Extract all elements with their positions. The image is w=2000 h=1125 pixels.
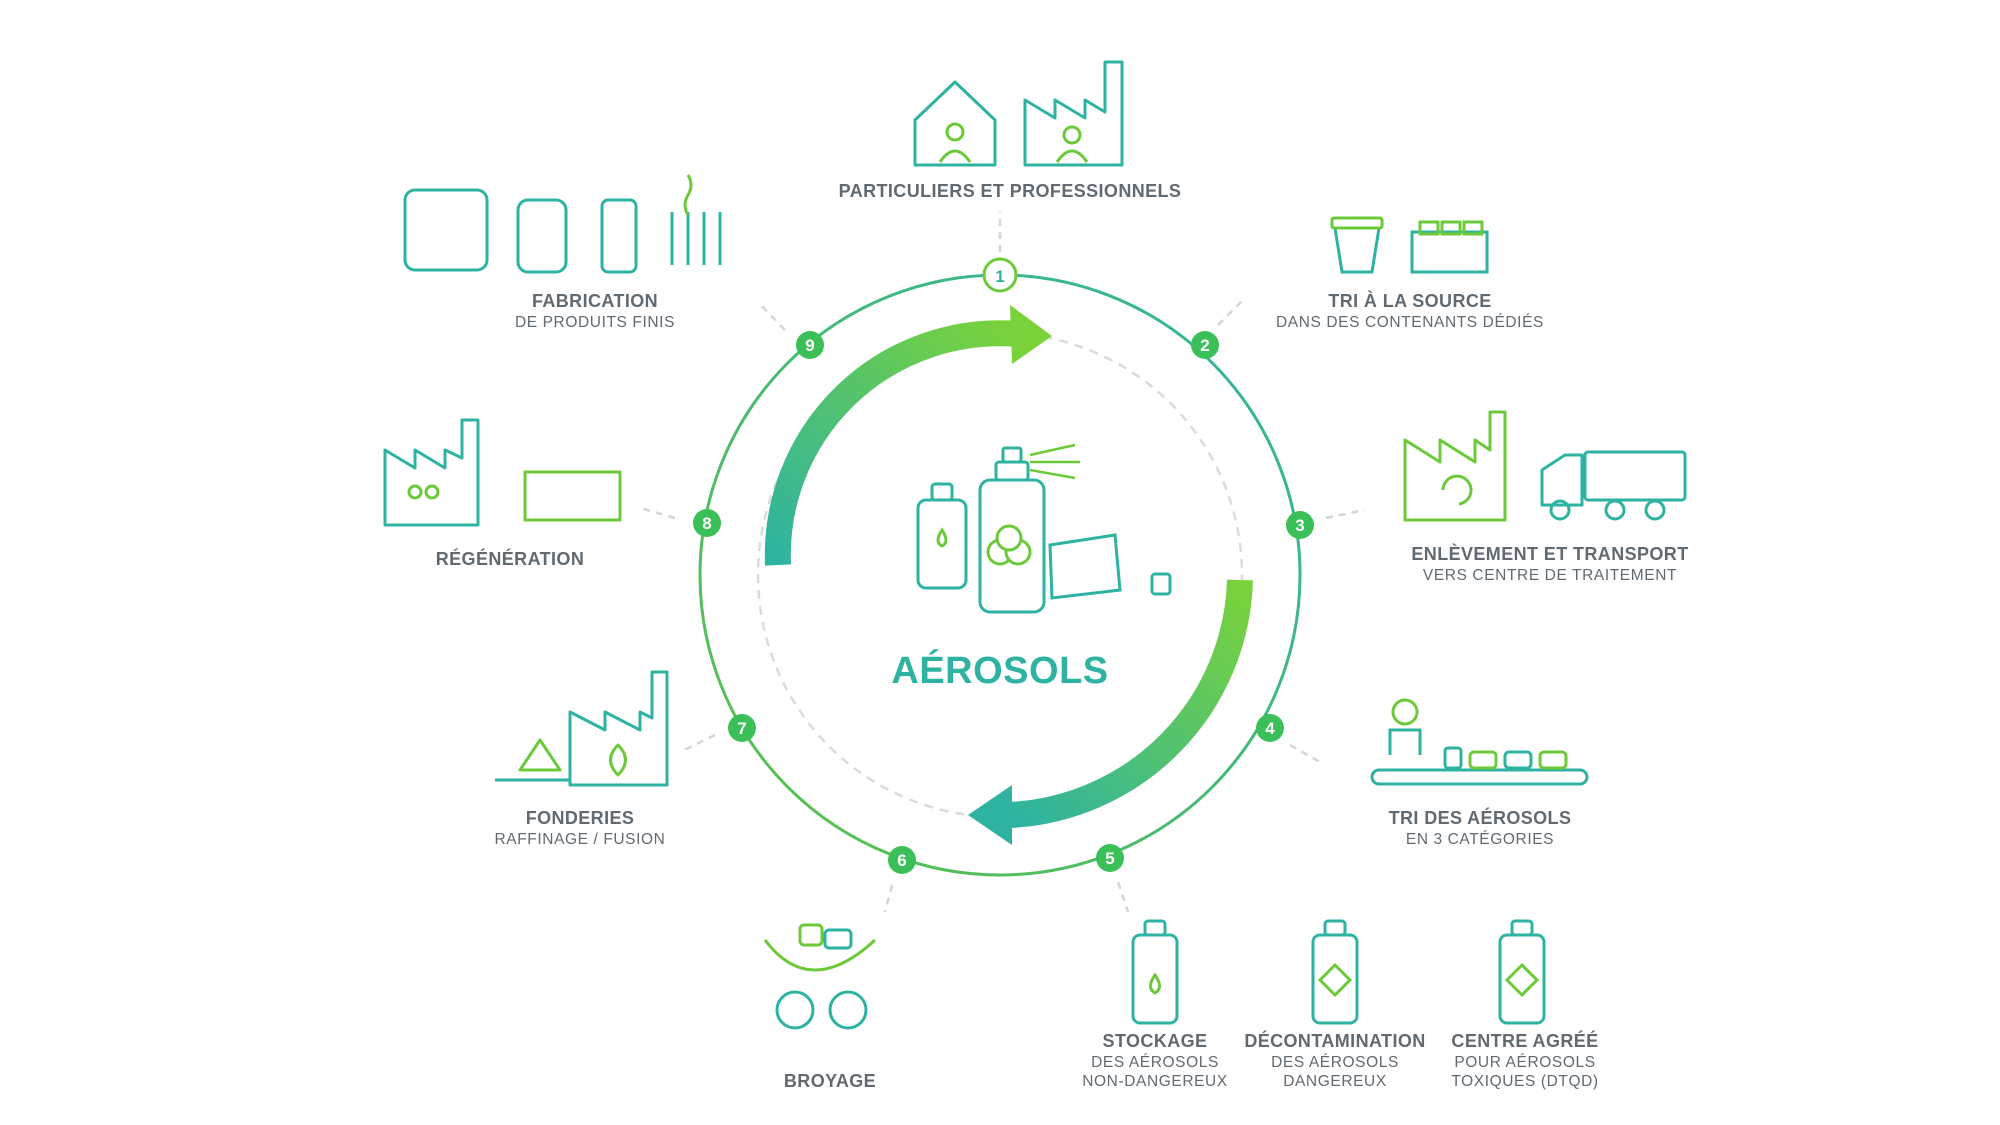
sorting-bin-icon — [1330, 216, 1384, 274]
step-8-title: RÉGÉNÉRATION — [435, 549, 585, 569]
step-9-badge — [796, 331, 824, 359]
step-4-title: TRI DES AÉROSOLS — [1388, 808, 1572, 828]
container-bins-icon — [1410, 220, 1489, 274]
cycle-arrow-head-top — [1010, 305, 1052, 364]
step-8-badge — [693, 509, 721, 537]
step-6-label: BROYAGE — [745, 1070, 915, 1093]
truck-icon — [1540, 450, 1687, 521]
house-icon — [913, 80, 997, 167]
storage-line1: DES AÉROSOLS — [1091, 1053, 1219, 1071]
step-5-number: 5 — [1105, 849, 1114, 868]
sorting-conveyor-icon — [1370, 698, 1589, 786]
step-6-badge — [888, 846, 916, 874]
step-8-label: RÉGÉNÉRATION — [400, 548, 620, 571]
step-4-subtitle: EN 3 CATÉGORIES — [1405, 830, 1555, 848]
center-title: AÉROSOLS — [891, 650, 1109, 692]
step-6-title: BROYAGE — [783, 1071, 877, 1091]
step-4-label: TRI DES AÉROSOLS EN 3 CATÉGORIES — [1360, 807, 1600, 849]
step-3-label: ENLÈVEMENT ET TRANSPORT VERS CENTRE DE T… — [1400, 543, 1700, 585]
toxic-can-icon — [1498, 919, 1546, 1025]
storage-label: STOCKAGE DES AÉROSOLS NON-DANGEREUX — [1070, 1030, 1240, 1091]
step-7-number: 7 — [737, 719, 746, 738]
step-7-title: FONDERIES — [525, 808, 635, 828]
cycle-arrow-head-bottom — [968, 785, 1012, 845]
step-1-title: PARTICULIERS ET PROFESSIONNELS — [838, 181, 1182, 201]
storage-can-icon — [1131, 919, 1179, 1025]
approved-center-title: CENTRE AGRÉÉ — [1451, 1031, 1599, 1051]
step-connectors — [639, 212, 1366, 913]
step-7-label: FONDERIES RAFFINAGE / FUSION — [470, 807, 690, 849]
decontamination-line1: DES AÉROSOLS — [1271, 1053, 1399, 1071]
step-2-label: TRI À LA SOURCE DANS DES CONTENANTS DÉDI… — [1240, 290, 1580, 332]
step-8-number: 8 — [702, 514, 711, 533]
step-9-title: FABRICATION — [531, 291, 659, 311]
step-6-number: 6 — [897, 851, 906, 870]
shredder-icon — [763, 923, 877, 1030]
storage-line2: NON-DANGEREUX — [1082, 1072, 1228, 1090]
approved-center-line2: TOXIQUES (DTQD) — [1451, 1072, 1599, 1090]
step-7-subtitle: RAFFINAGE / FUSION — [494, 830, 666, 848]
decontamination-title: DÉCONTAMINATION — [1244, 1031, 1426, 1051]
decontamination-can-icon — [1311, 919, 1359, 1025]
decontamination-label: DÉCONTAMINATION DES AÉROSOLS DANGEREUX — [1235, 1030, 1435, 1091]
step-2-title: TRI À LA SOURCE — [1328, 291, 1492, 311]
center-aerosol-cans-icon — [916, 446, 1172, 614]
step-5-badge — [1096, 844, 1124, 872]
step-3-subtitle: VERS CENTRE DE TRAITEMENT — [1422, 566, 1678, 584]
step-7-badge — [728, 714, 756, 742]
storage-title: STOCKAGE — [1102, 1031, 1208, 1051]
step-1-badge — [982, 257, 1018, 293]
step-1-label: PARTICULIERS ET PROFESSIONNELS — [800, 180, 1220, 203]
step-2-badge — [1191, 331, 1219, 359]
step-9-label: FABRICATION DE PRODUITS FINIS — [470, 290, 720, 332]
step-4-badge — [1256, 714, 1284, 742]
treatment-plant-icon — [1403, 410, 1507, 522]
approved-center-line1: POUR AÉROSOLS — [1454, 1053, 1596, 1071]
step-1-number: 1 — [995, 267, 1004, 286]
step-9-subtitle: DE PRODUITS FINIS — [514, 313, 676, 331]
regeneration-factory-icon — [383, 418, 622, 527]
step-3-title: ENLÈVEMENT ET TRANSPORT — [1411, 544, 1689, 564]
spray-lines — [1029, 443, 1080, 480]
step-9-number: 9 — [805, 336, 814, 355]
finished-products-icon — [403, 174, 722, 274]
step-badges: 1 2 3 4 5 6 7 8 9 — [693, 257, 1314, 874]
step-4-number: 4 — [1265, 719, 1275, 738]
factory-icon — [1023, 60, 1124, 167]
step-2-number: 2 — [1200, 336, 1209, 355]
cycle-arrow-top-left — [764, 320, 1020, 566]
foundry-icon — [495, 670, 669, 787]
decontamination-line2: DANGEREUX — [1283, 1072, 1387, 1090]
cycle-arrow-bottom-right — [1009, 579, 1253, 828]
step-2-subtitle: DANS DES CONTENANTS DÉDIÉS — [1276, 313, 1544, 331]
step-3-number: 3 — [1295, 516, 1304, 535]
approved-center-label: CENTRE AGRÉÉ POUR AÉROSOLS TOXIQUES (DTQ… — [1440, 1030, 1610, 1091]
step-3-badge — [1286, 511, 1314, 539]
